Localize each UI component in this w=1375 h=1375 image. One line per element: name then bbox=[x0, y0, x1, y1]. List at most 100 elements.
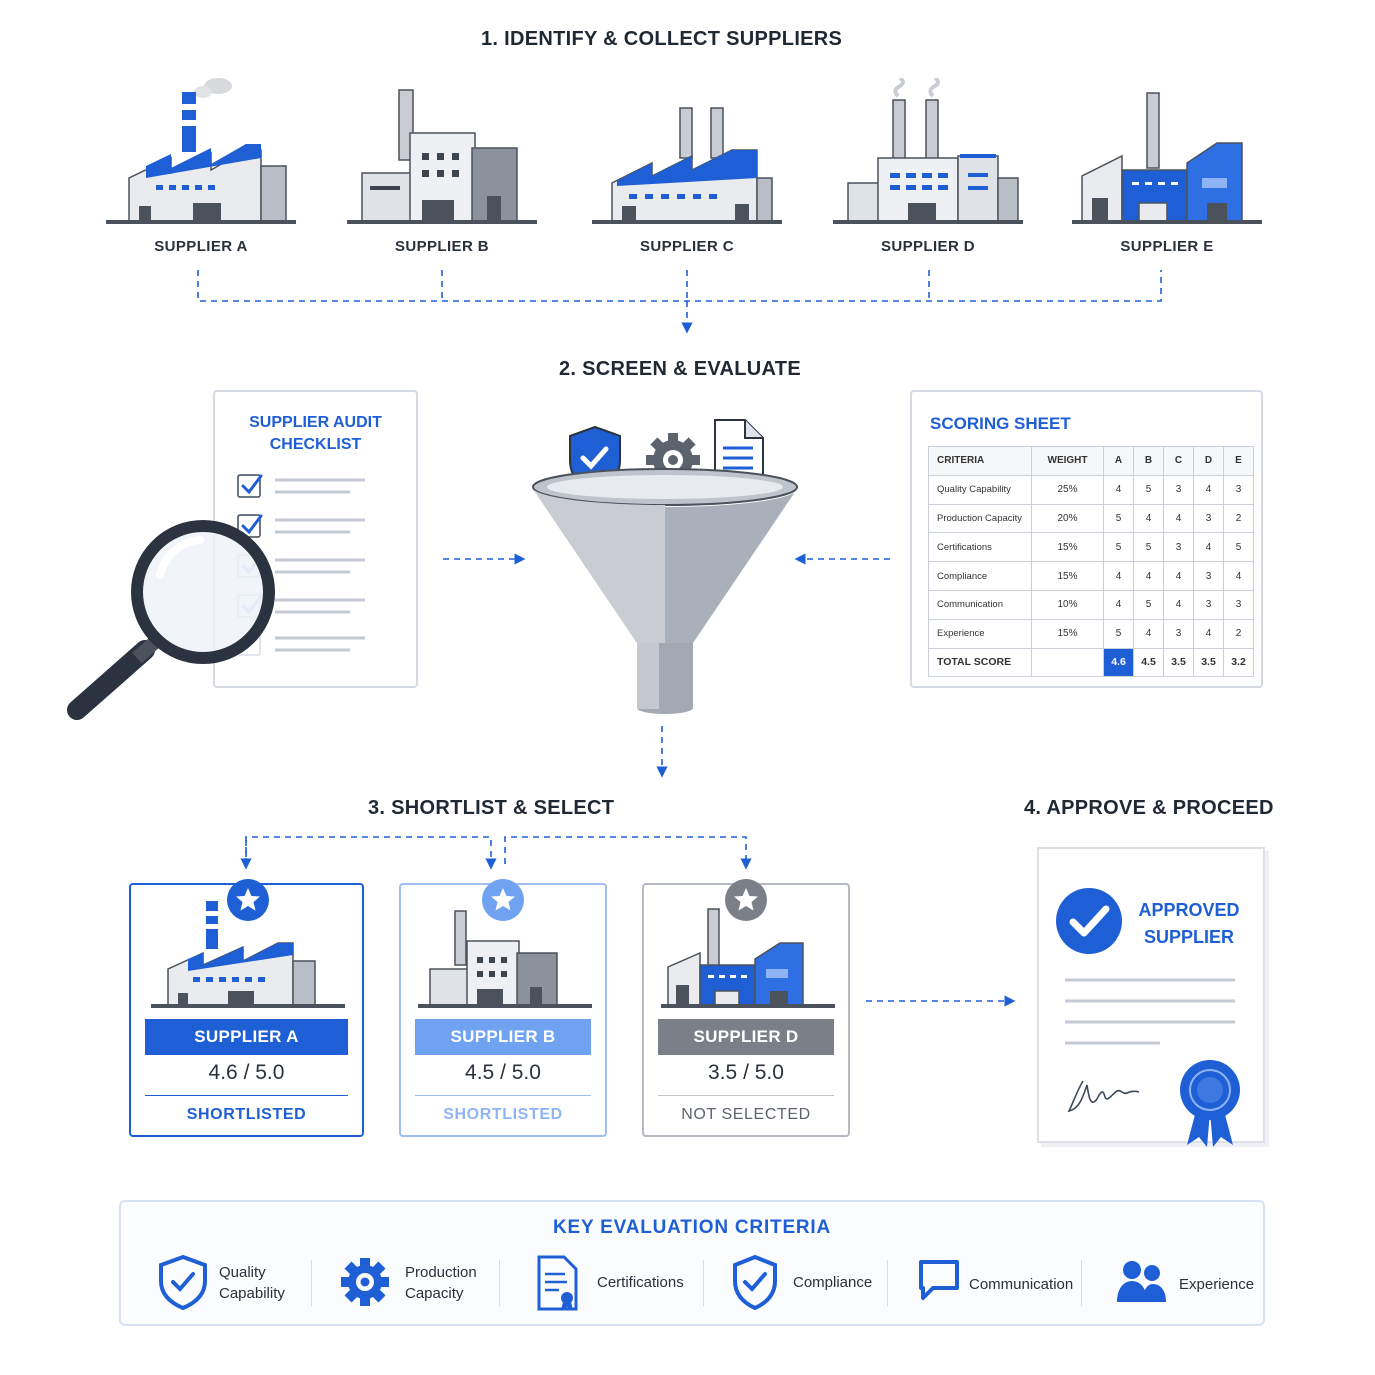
supplier-label: SUPPLIER D bbox=[880, 238, 975, 255]
approval-title: APPROVED SUPPLIER bbox=[1138, 900, 1240, 947]
supplier-b: SUPPLIER B bbox=[342, 78, 542, 268]
factory-icon bbox=[418, 910, 592, 1008]
status-label: NOT SELECTED bbox=[681, 1106, 811, 1123]
score-cell: 4 bbox=[1193, 474, 1224, 505]
supplier-label: SUPPLIER C bbox=[639, 238, 734, 255]
column-header: E bbox=[1223, 446, 1254, 476]
score-cell: 5 bbox=[1133, 589, 1164, 620]
criteria-cell: Production Capacity bbox=[928, 503, 1032, 534]
score-cell: 3 bbox=[1163, 532, 1194, 563]
column-header: D bbox=[1193, 446, 1224, 476]
shield-check-icon bbox=[159, 1254, 207, 1310]
document-icon bbox=[714, 419, 764, 486]
shield-check-icon bbox=[733, 1254, 777, 1310]
score-cell: 5 bbox=[1103, 618, 1134, 649]
separator bbox=[311, 1260, 312, 1306]
supplier-name-band: SUPPLIER B bbox=[415, 1019, 591, 1055]
step-1-title: 1. IDENTIFY & COLLECT SUPPLIERS bbox=[481, 28, 843, 50]
score-cell: 4 bbox=[1163, 561, 1194, 591]
status-label: SHORTLISTED bbox=[443, 1106, 563, 1123]
shortlist-card-supplier-a: SUPPLIER A 4.6 / 5.0 SHORTLISTED bbox=[129, 879, 364, 1137]
signature-icon bbox=[1067, 1080, 1140, 1113]
table-row: Communication 10% 4 5 4 3 3 bbox=[928, 589, 1254, 620]
score-cell: 3 bbox=[1223, 474, 1254, 505]
criteria-compliance: Compliance bbox=[731, 1254, 881, 1314]
total-score-cell-highlighted: 4.6 bbox=[1103, 647, 1134, 678]
weight-cell: 20% bbox=[1031, 503, 1104, 534]
funnel-icon bbox=[532, 419, 798, 714]
divider bbox=[658, 1095, 834, 1096]
column-header: WEIGHT bbox=[1031, 446, 1104, 476]
table-row: Compliance 15% 4 4 4 3 4 bbox=[928, 561, 1254, 591]
people-icon bbox=[1117, 1261, 1166, 1302]
criteria-cell: Compliance bbox=[928, 561, 1032, 591]
score-cell: 4 bbox=[1103, 561, 1134, 591]
score-cell: 5 bbox=[1133, 474, 1164, 505]
approved-supplier-certificate: APPROVED SUPPLIER bbox=[1037, 847, 1265, 1147]
criteria-certifications: Certifications bbox=[535, 1254, 705, 1314]
separator bbox=[1081, 1260, 1082, 1306]
score-cell: 3 bbox=[1193, 503, 1224, 534]
supplier-label: SUPPLIER B bbox=[394, 238, 489, 255]
supplier-c: SUPPLIER C bbox=[587, 78, 787, 268]
scoring-sheet-title: SCORING SHEET bbox=[930, 414, 1071, 433]
supplier-score: 3.5 / 5.0 bbox=[708, 1061, 784, 1084]
table-row: Certifications 15% 5 5 3 4 5 bbox=[928, 532, 1254, 563]
score-cell: 3 bbox=[1193, 589, 1224, 620]
table-row: Experience 15% 5 4 3 4 2 bbox=[928, 618, 1254, 649]
criteria-cell: Certifications bbox=[928, 532, 1032, 563]
factory-icon bbox=[347, 89, 537, 224]
factory-icon bbox=[661, 908, 835, 1008]
gear-icon bbox=[341, 1258, 389, 1306]
step-3-title: 3. SHORTLIST & SELECT bbox=[368, 797, 615, 819]
divider bbox=[415, 1095, 591, 1096]
score-cell: 4 bbox=[1193, 532, 1224, 563]
total-label-cell: TOTAL SCORE bbox=[928, 647, 1032, 678]
criteria-label: Certifications bbox=[597, 1274, 684, 1291]
supplier-a: SUPPLIER A bbox=[101, 78, 301, 268]
key-evaluation-criteria-panel: KEY EVALUATION CRITERIA Quality Capabili… bbox=[119, 1200, 1265, 1326]
supplier-label: SUPPLIER A bbox=[154, 238, 248, 255]
score-cell: 4 bbox=[1223, 561, 1254, 591]
weight-cell: 25% bbox=[1031, 474, 1104, 505]
column-header: B bbox=[1133, 446, 1164, 476]
score-cell: 2 bbox=[1223, 503, 1254, 534]
divider bbox=[145, 1095, 348, 1096]
check-circle-icon bbox=[1056, 888, 1122, 954]
score-cell: 4 bbox=[1163, 503, 1194, 534]
total-weight-cell bbox=[1031, 647, 1104, 678]
star-badge-icon bbox=[227, 879, 269, 921]
supplier-audit-checklist: SUPPLIER AUDIT CHECKLIST bbox=[213, 390, 418, 688]
criteria-label: Compliance bbox=[793, 1274, 873, 1291]
factory-icon bbox=[1072, 92, 1262, 224]
column-header: A bbox=[1103, 446, 1134, 476]
criteria-quality-capability: Quality Capability bbox=[157, 1254, 307, 1314]
score-cell: 3 bbox=[1163, 474, 1194, 505]
star-badge-icon bbox=[482, 879, 524, 921]
score-cell: 4 bbox=[1133, 561, 1164, 591]
criteria-communication: Communication bbox=[917, 1254, 1087, 1314]
criteria-label: Quality Capability bbox=[219, 1264, 285, 1302]
criteria-label: Production Capacity bbox=[405, 1264, 477, 1302]
column-header: C bbox=[1163, 446, 1194, 476]
criteria-experience: Experience bbox=[1115, 1254, 1255, 1314]
score-cell: 5 bbox=[1223, 532, 1254, 563]
column-header: CRITERIA bbox=[928, 446, 1032, 476]
score-cell: 4 bbox=[1133, 618, 1164, 649]
table-header-row: CRITERIA WEIGHT A B C D E bbox=[928, 446, 1254, 476]
ribbon-seal-icon bbox=[1180, 1060, 1240, 1147]
supplier-score: 4.5 / 5.0 bbox=[465, 1061, 541, 1084]
shortlist-card-supplier-b: SUPPLIER B 4.5 / 5.0 SHORTLISTED bbox=[399, 879, 607, 1137]
magnifying-glass-icon bbox=[67, 520, 275, 720]
separator bbox=[887, 1260, 888, 1306]
separator bbox=[499, 1260, 500, 1306]
checklist-title: SUPPLIER AUDIT CHECKLIST bbox=[249, 414, 382, 453]
criteria-label: Communication bbox=[969, 1276, 1074, 1293]
shortlist-card-supplier-d: SUPPLIER D 3.5 / 5.0 NOT SELECTED bbox=[642, 879, 850, 1137]
weight-cell: 10% bbox=[1031, 589, 1104, 620]
score-cell: 2 bbox=[1223, 618, 1254, 649]
factory-icon bbox=[151, 901, 345, 1008]
supplier-score: 4.6 / 5.0 bbox=[208, 1061, 285, 1084]
weight-cell: 15% bbox=[1031, 532, 1104, 563]
table-row: Quality Capability 25% 4 5 3 4 3 bbox=[928, 474, 1254, 505]
